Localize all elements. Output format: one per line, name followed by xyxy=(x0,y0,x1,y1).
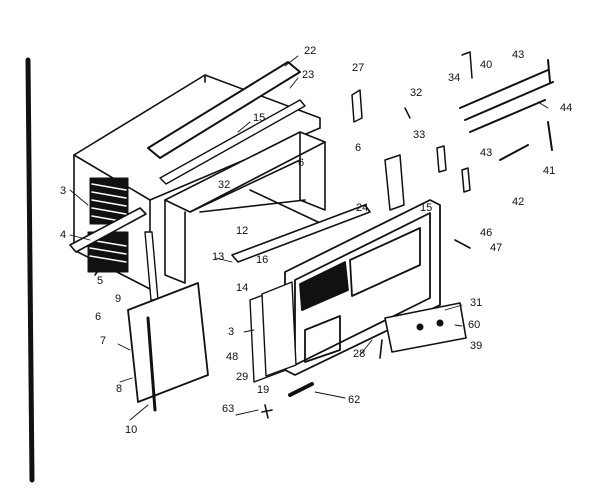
callout-32-mid: 32 xyxy=(218,179,231,191)
callout-7: 7 xyxy=(100,335,107,347)
panel-bracket xyxy=(146,316,157,412)
callout-60: 60 xyxy=(468,319,481,331)
side-rail xyxy=(69,207,147,253)
control-panel xyxy=(384,302,467,353)
callout-46: 46 xyxy=(480,227,493,239)
callout-24: 24 xyxy=(356,202,369,214)
callout-4: 4 xyxy=(60,229,67,241)
callout-10: 10 xyxy=(125,424,138,436)
front-rail xyxy=(231,204,371,263)
front-grille xyxy=(284,199,441,376)
callout-19: 19 xyxy=(257,384,270,396)
callout-63: 63 xyxy=(222,403,235,415)
top-rail xyxy=(147,61,301,159)
callout-42: 42 xyxy=(512,196,525,208)
callout-48: 48 xyxy=(226,351,239,363)
callout-27: 27 xyxy=(352,62,365,74)
callout-62: 62 xyxy=(348,394,361,406)
callout-34: 34 xyxy=(448,72,461,84)
hardware-bars xyxy=(459,59,554,161)
callout-3: 3 xyxy=(60,185,67,197)
callout-28: 28 xyxy=(353,348,366,360)
filter-stack xyxy=(249,281,297,383)
callout-8: 8 xyxy=(116,383,123,395)
callout-6-left: 6 xyxy=(95,311,102,323)
callout-22: 22 xyxy=(304,45,317,57)
callout-3-lower: 3 xyxy=(228,326,235,338)
callout-47: 47 xyxy=(490,242,503,254)
callout-9: 9 xyxy=(115,293,122,305)
small-parts xyxy=(94,239,471,419)
small-brackets xyxy=(351,51,473,211)
callout-43-mid: 43 xyxy=(480,147,493,159)
top-strip xyxy=(159,99,306,185)
inner-frame xyxy=(164,131,326,284)
callout-12: 12 xyxy=(236,225,249,237)
callout-29: 29 xyxy=(236,371,249,383)
callout-23: 23 xyxy=(302,69,315,81)
callout-13: 13 xyxy=(212,251,225,263)
vertical-post xyxy=(144,231,159,301)
callout-15-top: 15 xyxy=(253,112,266,124)
callout-39: 39 xyxy=(470,340,483,352)
callout-14: 14 xyxy=(236,282,249,294)
page-margin-bar xyxy=(25,57,35,483)
callout-6-mid: 6 xyxy=(298,157,305,169)
side-louvers xyxy=(87,177,129,273)
leader-lines xyxy=(69,55,549,421)
callout-43-top: 43 xyxy=(512,49,525,61)
callout-41: 41 xyxy=(543,165,556,177)
callout-33: 33 xyxy=(413,129,426,141)
callout-31: 31 xyxy=(470,297,483,309)
callout-6-top: 6 xyxy=(355,142,362,154)
side-panel xyxy=(127,282,209,403)
callout-40: 40 xyxy=(480,59,493,71)
callout-32-top: 32 xyxy=(410,87,423,99)
callout-16: 16 xyxy=(256,254,269,266)
callout-15-right: 15 xyxy=(420,202,433,214)
callout-44: 44 xyxy=(560,102,573,114)
callout-5: 5 xyxy=(97,275,104,287)
